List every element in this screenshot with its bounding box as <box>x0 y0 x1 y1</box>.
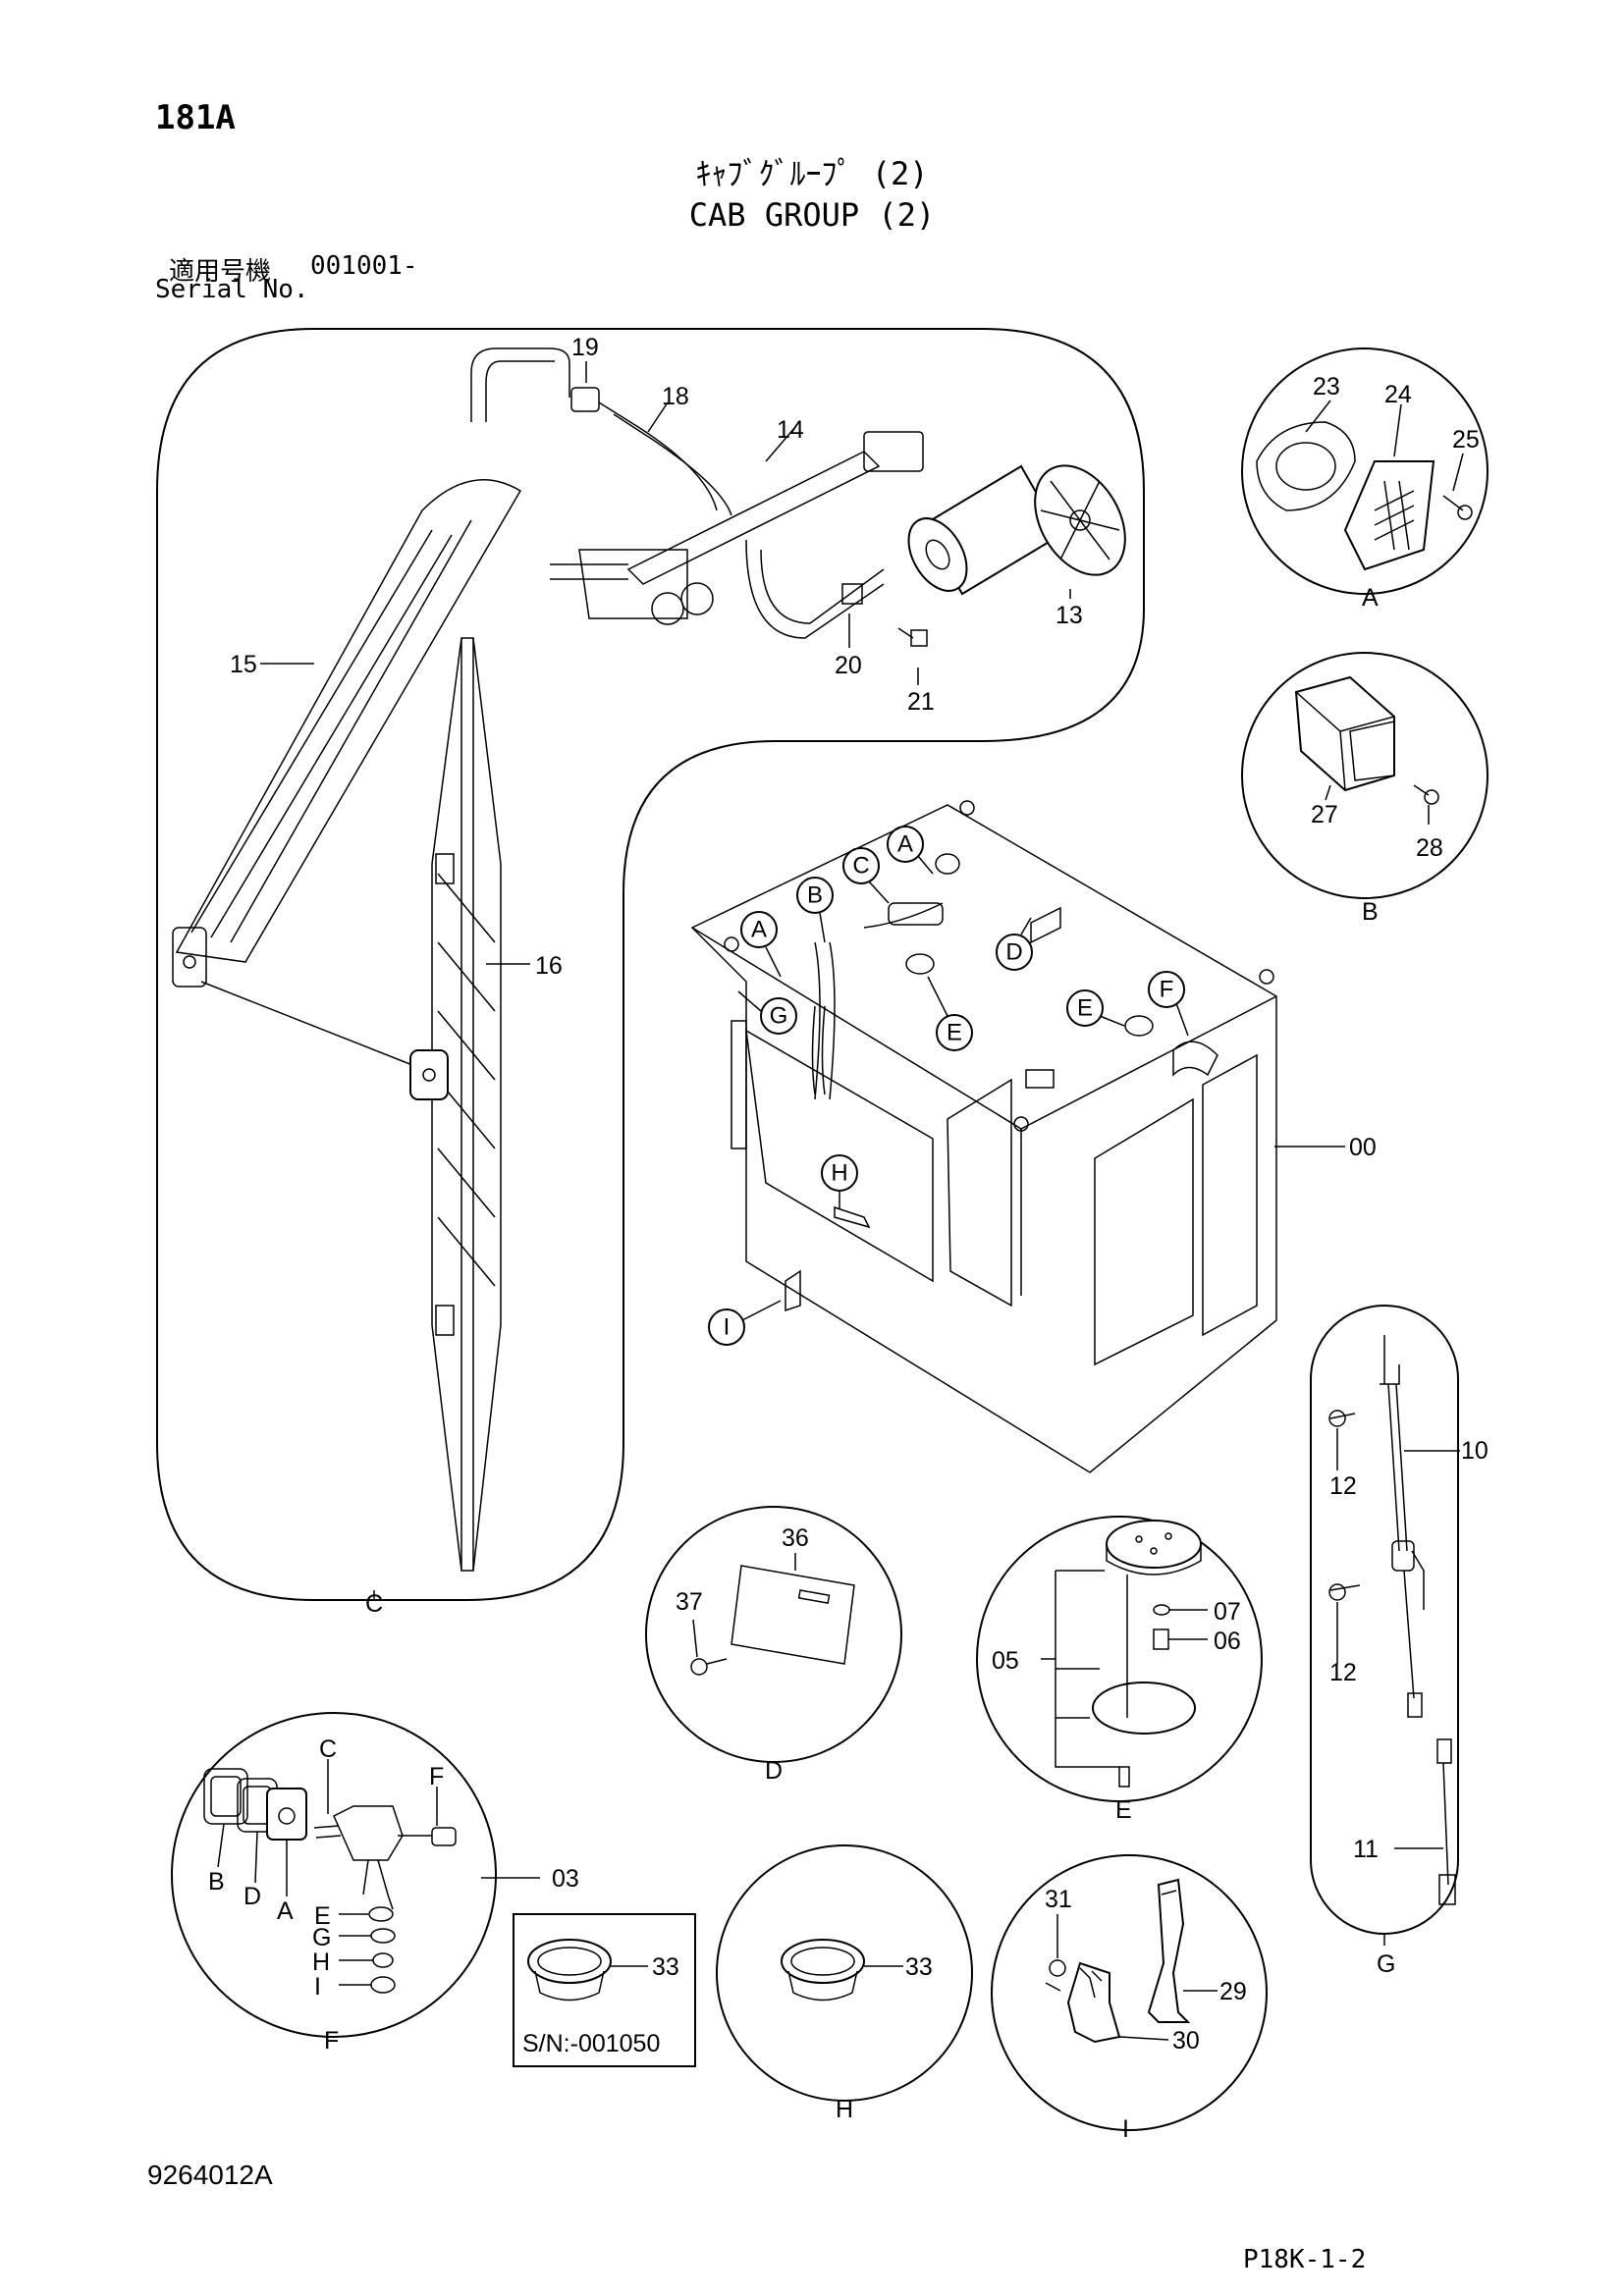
serial-range: 001001- <box>310 251 418 281</box>
part-label-20: 20 <box>835 652 862 679</box>
title-english: CAB GROUP (2) <box>688 196 936 234</box>
detail-label-a: A <box>1362 584 1379 612</box>
detail-f-drawing <box>203 1759 540 1994</box>
callout-e-right: E <box>1077 995 1093 1022</box>
detail-i-circle <box>991 1854 1268 2131</box>
detail-label-i: I <box>1122 2115 1129 2143</box>
page-reference: P18K-1-2 <box>1243 2245 1367 2274</box>
callout-e-left: E <box>947 1020 962 1046</box>
detail-f-circle <box>171 1712 497 2038</box>
part-label-10: 10 <box>1461 1437 1489 1465</box>
part-label-27: 27 <box>1311 801 1338 828</box>
document-number: 9264012A <box>147 2160 273 2190</box>
callout-a-lower: A <box>751 917 767 943</box>
detail-label-f: F <box>324 2027 339 2055</box>
part-label-31: 31 <box>1045 1886 1072 1913</box>
detail-e-drawing <box>1041 1520 1208 1788</box>
switch-label-b: B <box>208 1868 225 1896</box>
switch-label-g: G <box>312 1924 331 1951</box>
detail-g-drawing <box>1328 1335 1460 1946</box>
part-label-00: 00 <box>1349 1134 1377 1161</box>
detail-label-h: H <box>836 2096 853 2123</box>
detail-label-d: D <box>765 1757 783 1785</box>
part-label-15: 15 <box>230 651 257 678</box>
part-label-12-upper: 12 <box>1329 1472 1357 1500</box>
detail-g-capsule <box>1310 1305 1459 1935</box>
part-label-13: 13 <box>1056 602 1083 629</box>
part-label-11: 11 <box>1353 1836 1379 1863</box>
part-label-33-box: 33 <box>652 1953 679 1981</box>
part-label-06: 06 <box>1214 1628 1241 1655</box>
serial-label-english: Serial No. <box>155 275 309 304</box>
part-label-30: 30 <box>1172 2027 1200 2055</box>
detail-d-drawing <box>690 1553 855 1676</box>
callout-b: B <box>807 882 823 909</box>
part-label-33: 33 <box>905 1953 933 1981</box>
part-label-07: 07 <box>1214 1598 1241 1626</box>
part-label-29: 29 <box>1219 1978 1247 2005</box>
serial-limited-box <box>513 1913 696 2067</box>
detail-h-circle <box>716 1844 973 2102</box>
detail-label-e: E <box>1115 1796 1132 1824</box>
switch-label-c: C <box>319 1735 337 1763</box>
cab-body-drawing <box>690 800 1277 1473</box>
serial-box-note: S/N:-001050 <box>522 2030 660 2057</box>
callout-i: I <box>724 1314 731 1341</box>
callout-a-upper: A <box>897 831 913 858</box>
part-label-23: 23 <box>1313 373 1340 400</box>
wiper-leaders <box>260 361 1071 965</box>
detail-a-drawing <box>1256 400 1473 571</box>
callout-h: H <box>831 1160 847 1187</box>
part-label-28: 28 <box>1416 834 1443 862</box>
serial-box-drawing <box>527 1939 648 2002</box>
callout-f: F <box>1160 977 1174 1003</box>
wiper-group-boundary <box>156 328 1145 1601</box>
callout-d: D <box>1005 939 1022 966</box>
detail-e-circle <box>976 1516 1263 1802</box>
detail-b-circle <box>1241 652 1489 899</box>
switch-label-a: A <box>277 1897 294 1925</box>
part-label-18: 18 <box>662 383 689 410</box>
detail-a-circle <box>1241 347 1489 595</box>
wiper-arm-drawing <box>172 479 522 1066</box>
part-label-36: 36 <box>782 1524 809 1552</box>
page-code: 181A <box>155 98 236 137</box>
detail-b-drawing <box>1294 675 1439 825</box>
wiper-linkage-drawing <box>470 347 928 647</box>
switch-label-i: I <box>314 1973 321 2001</box>
detail-i-drawing <box>1045 1878 1218 2044</box>
switch-label-e: E <box>314 1902 331 1930</box>
serial-label-japanese: 適用号機 <box>169 257 272 287</box>
part-label-12-lower: 12 <box>1329 1659 1357 1686</box>
part-label-37: 37 <box>676 1588 703 1616</box>
part-label-21: 21 <box>907 688 935 716</box>
cab-callouts <box>708 826 1189 1346</box>
switch-label-d: D <box>244 1883 261 1910</box>
wiper-motor-drawing <box>907 464 1126 596</box>
detail-label-g: G <box>1377 1950 1395 1978</box>
detail-h-drawing <box>781 1939 903 2002</box>
detail-d-circle <box>645 1506 902 1763</box>
part-label-03: 03 <box>552 1865 579 1893</box>
part-label-05: 05 <box>992 1647 1019 1675</box>
part-label-24: 24 <box>1384 381 1412 408</box>
switch-label-f: F <box>429 1763 444 1790</box>
detail-label-c: C <box>365 1590 383 1618</box>
switch-label-h: H <box>312 1949 330 1976</box>
part-label-19: 19 <box>571 334 599 361</box>
detail-label-b: B <box>1362 898 1379 926</box>
part-label-14: 14 <box>777 416 804 444</box>
wiper-blade-drawing <box>409 637 502 1572</box>
part-label-16: 16 <box>535 952 563 980</box>
callout-c: C <box>852 853 869 880</box>
part-label-25: 25 <box>1452 426 1480 454</box>
callout-g: G <box>770 1003 788 1030</box>
title-japanese: ｷｬﾌﾞｸﾞﾙｰﾌﾟ (2) <box>695 155 929 192</box>
